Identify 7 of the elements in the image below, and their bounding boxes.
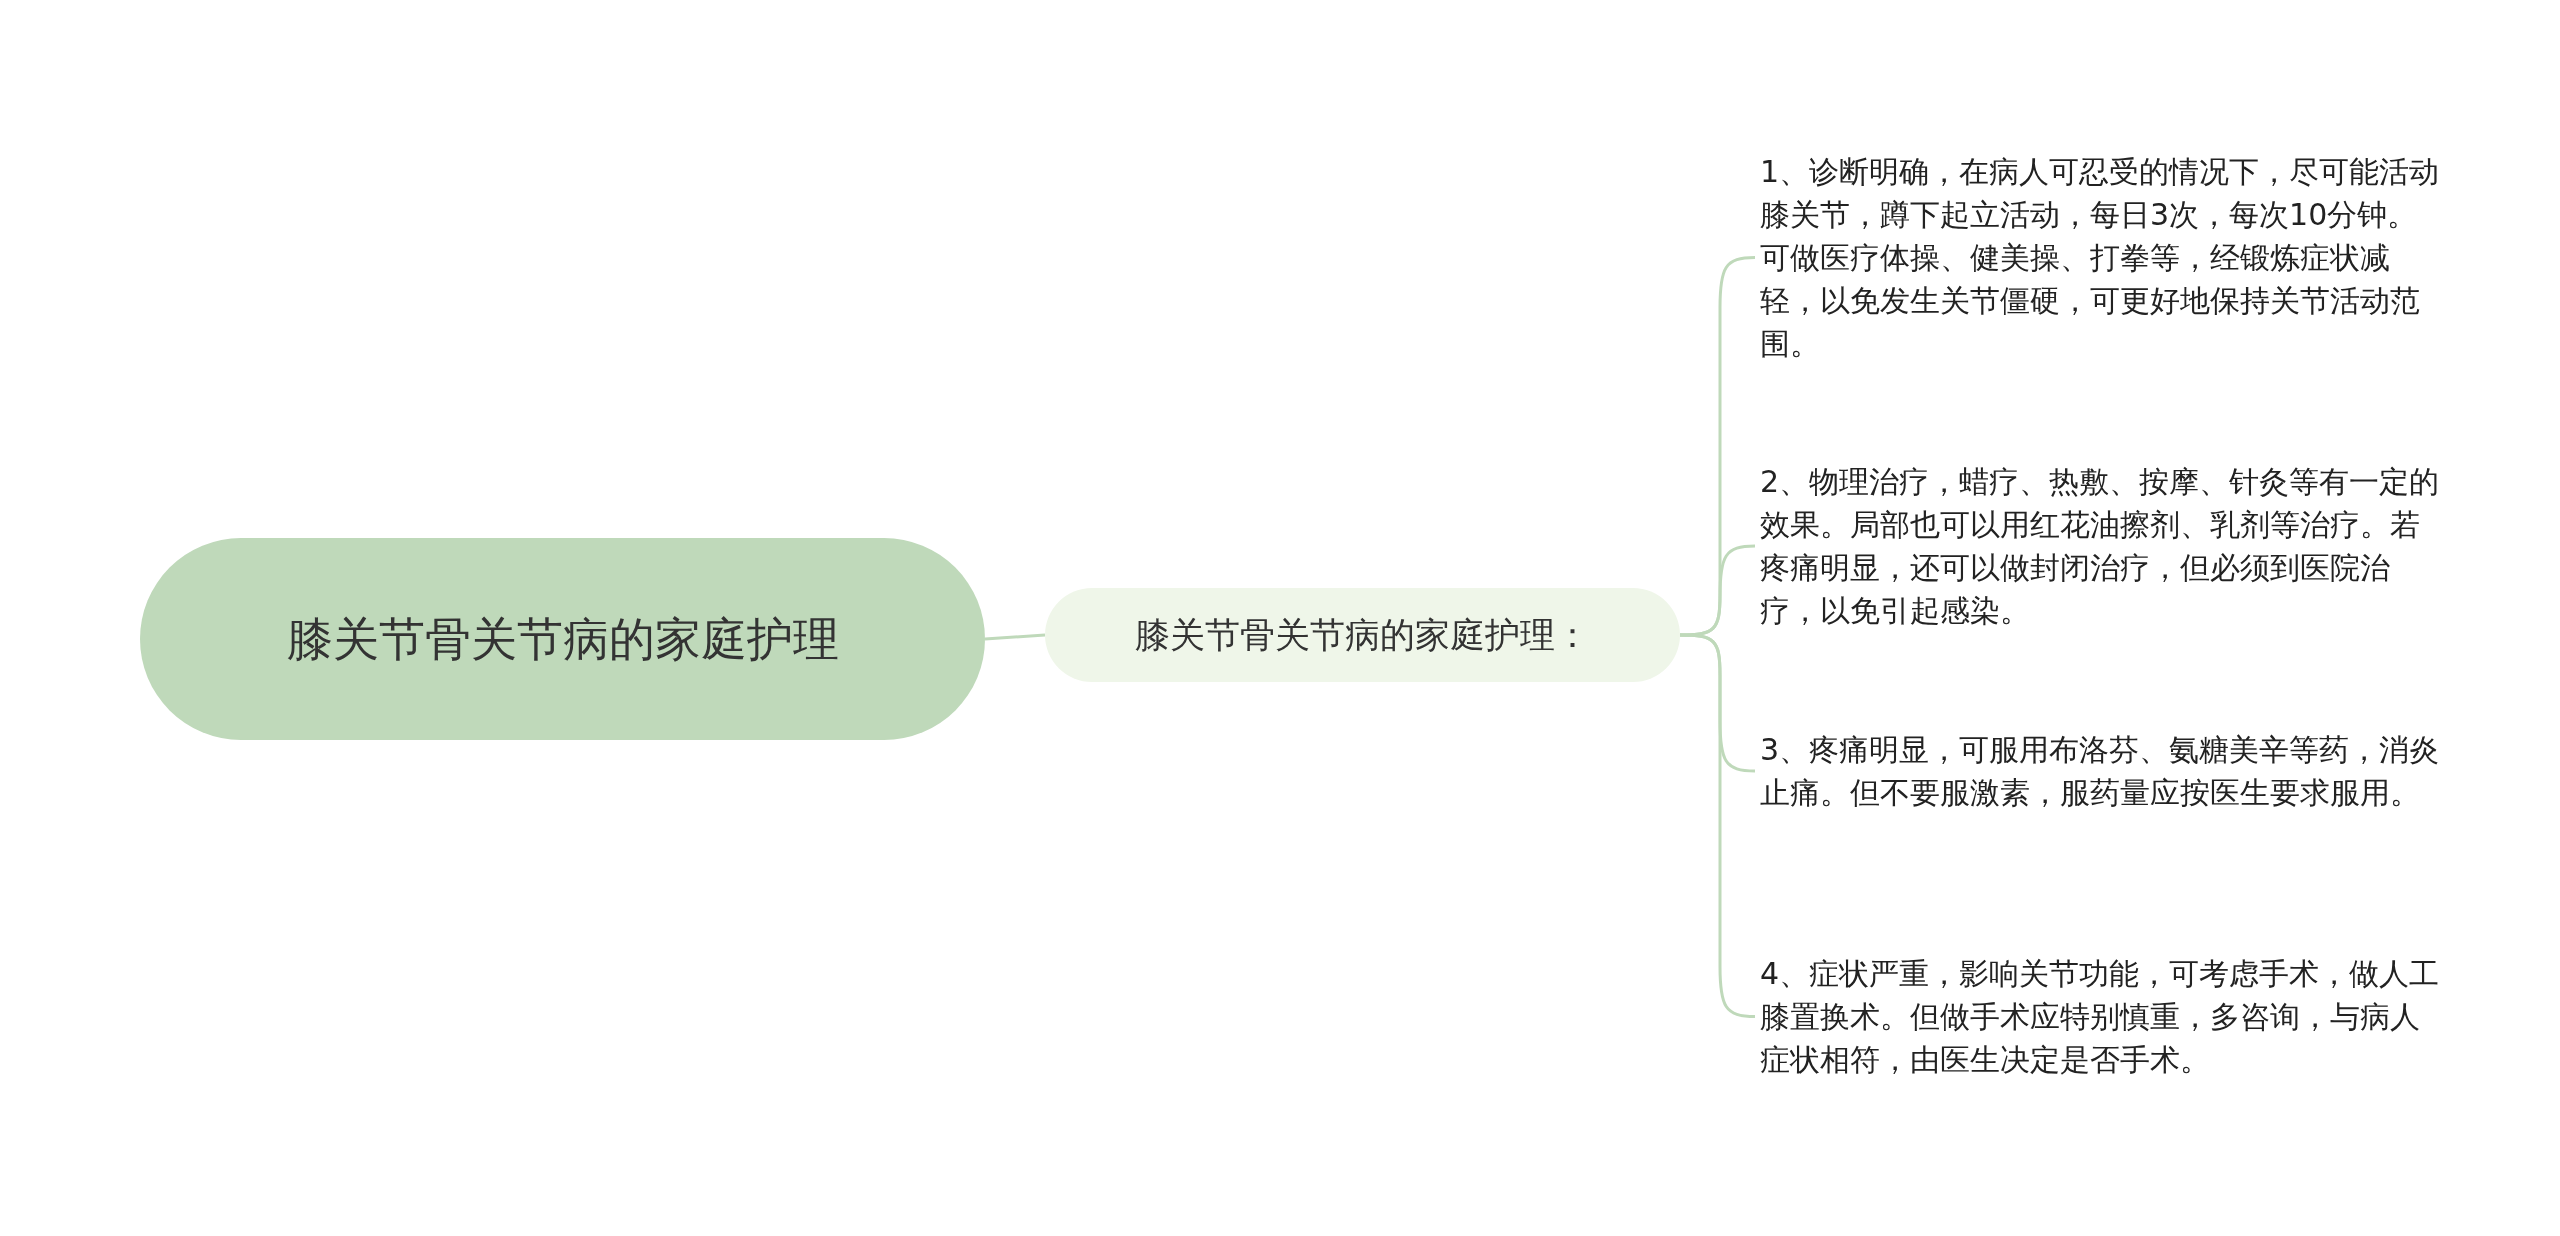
note-text: 2、物理治疗，蜡疗、热敷、按摩、针灸等有一定的效果。局部也可以用红花油擦剂、乳剂等治疗。若疼痛明显，还可以做封闭治疗，但必须到医院治疗，以免引起感染。 [1755, 460, 2445, 632]
subtopic-pill: 膝关节骨关节病的家庭护理： [1045, 588, 1680, 682]
topic-pill: 膝关节骨关节病的家庭护理 [140, 538, 985, 740]
note-text: 4、症状严重，影响关节功能，可考虑手术，做人工膝置换术。但做手术应特别慎重，多咨询，与病人症状相符，由医生决定是否手术。 [1755, 952, 2445, 1081]
connector-line [984, 633, 1046, 641]
note-text: 1、诊断明确，在病人可忍受的情况下，尽可能活动膝关节，蹲下起立活动，每日3次，每次10分钟。可做医疗体操、健美操、打拳等，经锻炼症状减轻，以免发生关节僵硬，可更好地保持关节活动范围。 [1755, 150, 2445, 365]
note-text: 3、疼痛明显，可服用布洛芬、氨糖美辛等药，消炎止痛。但不要服激素，服药量应按医生要求服用。 [1755, 728, 2445, 814]
